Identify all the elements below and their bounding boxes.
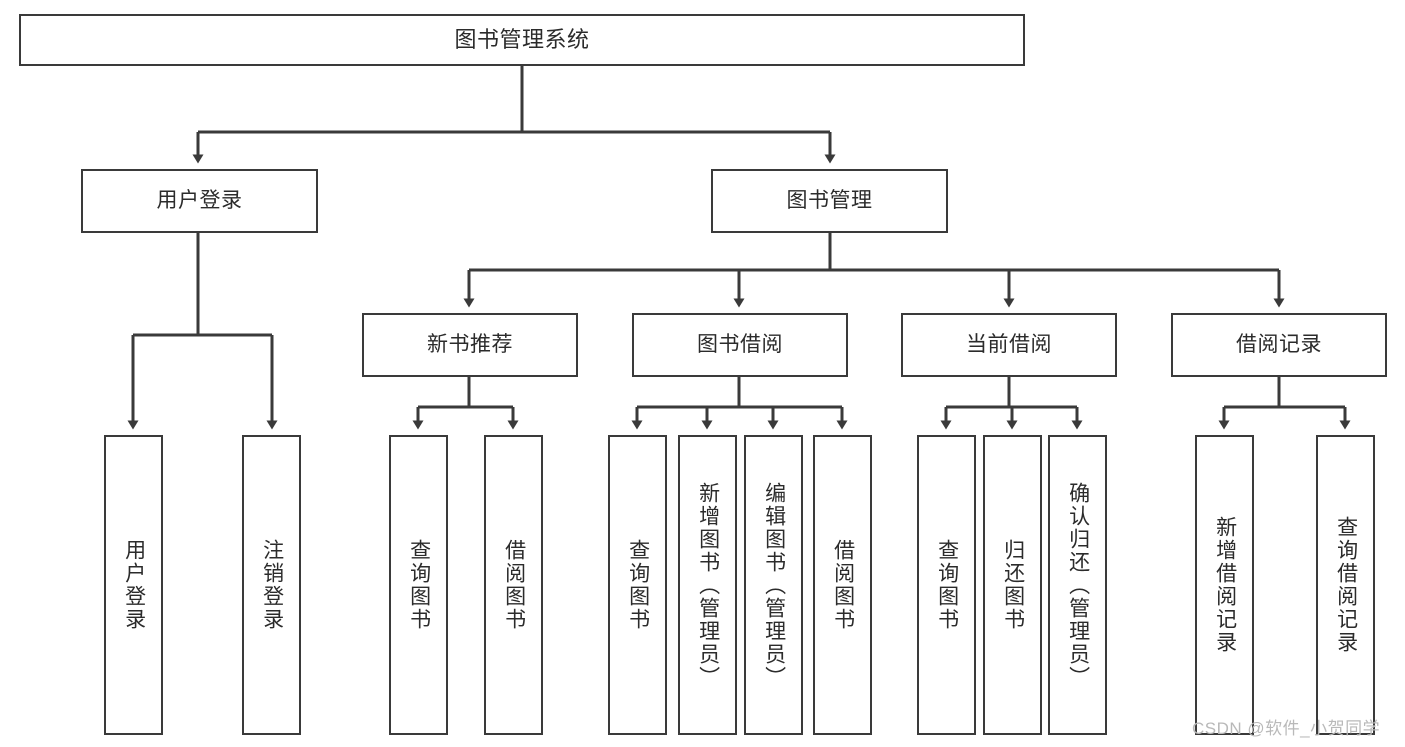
node-leaf-query-borrow-record[interactable]: 查询借阅记录 [1316, 435, 1375, 735]
node-new-book-recommendation[interactable]: 新书推荐 [362, 313, 578, 377]
node-leaf-borrow-book[interactable]: 借阅图书 [813, 435, 872, 735]
node-leaf-query-book-current[interactable]: 查询图书 [917, 435, 976, 735]
node-leaf-query-book-borrow[interactable]: 查询图书 [608, 435, 667, 735]
node-label: 归还图书 [1001, 539, 1025, 631]
node-book-management[interactable]: 图书管理 [711, 169, 948, 233]
node-label: 查询图书 [407, 539, 431, 631]
node-leaf-add-borrow-record[interactable]: 新增借阅记录 [1195, 435, 1254, 735]
node-book-borrowing[interactable]: 图书借阅 [632, 313, 848, 377]
node-label: 确认归还（管理员） [1066, 481, 1090, 689]
node-leaf-borrow-book-newbook[interactable]: 借阅图书 [484, 435, 543, 735]
node-label: 当前借阅 [966, 333, 1052, 357]
node-label: 用户登录 [156, 189, 243, 213]
node-label: 编辑图书（管理员） [762, 481, 786, 689]
node-root-library-management-system[interactable]: 图书管理系统 [19, 14, 1025, 66]
node-label: 借阅图书 [831, 539, 855, 631]
node-label: 用户登录 [122, 539, 146, 631]
node-label: 借阅图书 [502, 539, 526, 631]
node-leaf-add-book-admin[interactable]: 新增图书（管理员） [678, 435, 737, 735]
node-leaf-query-book-newbook[interactable]: 查询图书 [389, 435, 448, 735]
node-label: 图书管理 [786, 189, 873, 213]
node-label: 注销登录 [260, 539, 284, 631]
node-user-login[interactable]: 用户登录 [81, 169, 318, 233]
node-label: 新增借阅记录 [1213, 516, 1237, 654]
node-label: 新增图书（管理员） [696, 481, 720, 689]
node-leaf-user-login[interactable]: 用户登录 [104, 435, 163, 735]
node-label: 借阅记录 [1236, 333, 1322, 357]
node-label: 新书推荐 [427, 333, 513, 357]
node-label: 查询借阅记录 [1334, 516, 1358, 654]
node-label: 图书借阅 [697, 333, 783, 357]
node-label: 图书管理系统 [454, 26, 590, 52]
node-label: 查询图书 [626, 539, 650, 631]
node-label: 查询图书 [935, 539, 959, 631]
node-borrowing-record[interactable]: 借阅记录 [1171, 313, 1387, 377]
node-leaf-edit-book-admin[interactable]: 编辑图书（管理员） [744, 435, 803, 735]
node-leaf-confirm-return-admin[interactable]: 确认归还（管理员） [1048, 435, 1107, 735]
node-leaf-logout[interactable]: 注销登录 [242, 435, 301, 735]
node-current-borrowing[interactable]: 当前借阅 [901, 313, 1117, 377]
node-leaf-return-book[interactable]: 归还图书 [983, 435, 1042, 735]
